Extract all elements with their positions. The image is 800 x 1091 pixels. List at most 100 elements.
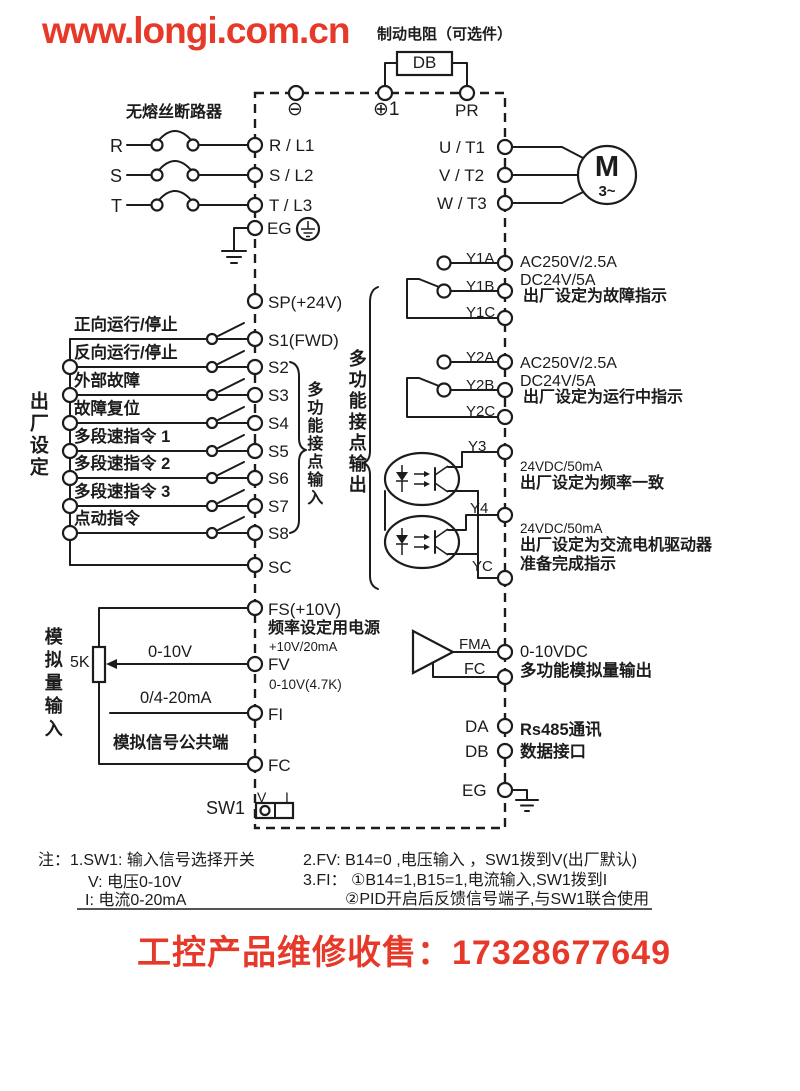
note-line2-right: 3.FI： ①B14=1,B15=1,电流输入,SW1拨到I — [303, 872, 608, 889]
terminal-eg-left: EG — [267, 219, 292, 238]
terminal-s1: S1(FWD) — [268, 331, 339, 350]
note-line1-right: 2.FV: B14=0 ,电压输入 ，SW1拨到V(出厂默认) — [303, 852, 638, 869]
sw1-pos-i-label: I — [285, 789, 289, 805]
terminal-s3: S3 — [268, 386, 289, 405]
terminal-s-l2: S / L2 — [269, 166, 314, 185]
phase-s-label: S — [110, 166, 123, 186]
website-url: www.longi.com.cn — [42, 10, 350, 51]
y1-rating1: AC250V/2.5A — [520, 254, 617, 271]
comm-desc-line2: 数据接口 — [520, 743, 586, 761]
note-line3-right: ②PID开启后反馈信号端子,与SW1联合使用 — [345, 891, 650, 908]
fv-signal-label: 0-10V — [148, 643, 193, 661]
terminal-fc-out: FC — [464, 661, 486, 678]
fi-signal-label: 0/4-20mA — [140, 689, 212, 707]
terminal-t-l3: T / L3 — [269, 196, 313, 215]
brace-relay-output — [362, 286, 379, 590]
phase-r-label: R — [110, 136, 123, 156]
db-box-label: DB — [412, 53, 437, 72]
terminal-r-l1: R / L1 — [269, 136, 315, 155]
terminal-y2c: Y2C — [466, 403, 496, 420]
brace-digital-input — [289, 361, 307, 534]
terminal-y4: Y4 — [470, 500, 489, 517]
motor-phase-label: 3~ — [598, 183, 616, 200]
terminal-pr-label: PR — [455, 101, 479, 120]
phase-t-label: T — [111, 196, 122, 216]
y2-rating1: AC250V/2.5A — [520, 355, 617, 372]
terminal-da: DA — [465, 717, 489, 736]
s7-function-label: 多段速指令 3 — [74, 483, 171, 501]
s8-function-label: 点动指令 — [74, 510, 140, 528]
brake-resistor-icon — [384, 50, 468, 94]
terminal-w-t3: W / T3 — [437, 194, 487, 213]
y1-rating2: DC24V/5A — [520, 272, 596, 289]
relay-y2-icon — [406, 353, 514, 426]
terminal-y1c: Y1C — [466, 304, 496, 321]
note-line2-left: V: 电压0-10V — [88, 874, 182, 891]
analog-output-rating: 0-10VDC — [520, 643, 588, 661]
note-line1-left: 注：1.SW1: 输入信号选择开关 — [38, 852, 255, 869]
fc-signal-label: 模拟信号公共端 — [113, 734, 229, 752]
relay-y1-icon — [406, 254, 514, 327]
optocoupler-icon-2 — [383, 514, 461, 570]
terminal-s4: S4 — [268, 414, 289, 433]
terminal-fc: FC — [268, 756, 291, 775]
terminal-fv: FV — [268, 655, 290, 674]
sw1-pos-v-label: V — [257, 789, 267, 805]
y2-rating2: DC24V/5A — [520, 373, 596, 390]
y2-desc: 出厂设定为运行中指示 — [523, 389, 684, 406]
y4-desc-line2: 准备完成指示 — [520, 556, 617, 573]
terminal-y2b: Y2B — [466, 377, 495, 394]
fs-rating: +10V/20mA — [269, 639, 338, 654]
terminal-minus-label: ⊖ — [287, 99, 303, 120]
optocoupler-icon-1 — [383, 451, 461, 507]
motor-letter: M — [594, 151, 620, 183]
ground-icon-right — [496, 781, 539, 812]
terminal-s2: S2 — [268, 358, 289, 377]
amplifier-icon — [411, 629, 514, 686]
terminal-v-t2: V / T2 — [439, 166, 485, 185]
sw1-label: SW1 — [206, 798, 246, 818]
s4-function-label: 故障复位 — [74, 400, 140, 418]
potentiometer-icon — [91, 599, 264, 773]
y4-rating: 24VDC/50mA — [520, 521, 603, 536]
terminal-sc: SC — [268, 558, 292, 577]
comm-terminals — [496, 717, 514, 760]
terminal-yc: YC — [472, 558, 493, 575]
terminal-y1b: Y1B — [466, 278, 495, 295]
terminal-y2a: Y2A — [466, 349, 495, 366]
analog-output-desc: 多功能模拟量输出 — [520, 662, 652, 680]
relay-output-group-label: 多功能接点输出 — [346, 349, 367, 496]
s3-function-label: 外部故障 — [74, 372, 140, 390]
terminal-fs: FS(+10V) — [268, 600, 342, 619]
y4-desc-line1: 出厂设定为交流电机驱动器 — [520, 537, 713, 554]
terminal-fma: FMA — [459, 636, 491, 653]
terminal-s5: S5 — [268, 442, 289, 461]
fs-desc: 频率设定用电源 — [268, 620, 381, 637]
y1-desc: 出厂设定为故障指示 — [523, 288, 668, 305]
terminal-s6: S6 — [268, 469, 289, 488]
s6-function-label: 多段速指令 2 — [74, 455, 171, 473]
s2-function-label: 反向运行/停止 — [74, 344, 178, 362]
terminal-fi: FI — [268, 705, 284, 724]
breaker-icons — [126, 130, 264, 214]
dc-bus-terminals — [287, 84, 476, 102]
terminal-u-t1: U / T1 — [439, 138, 485, 157]
y3-rating: 24VDC/50mA — [520, 459, 603, 474]
terminal-s7: S7 — [268, 497, 289, 516]
note-line3-left: I: 电流0-20mA — [85, 892, 187, 909]
terminal-y3: Y3 — [468, 438, 487, 455]
analog-input-group-label: 模拟量输入 — [42, 627, 63, 742]
terminal-plus1-label: ⊕1 — [373, 99, 400, 120]
comm-desc-line1: Rs485通讯 — [520, 721, 602, 739]
s1-function-label: 正向运行/停止 — [74, 316, 178, 334]
digital-input-group-label: 多功能接点输入 — [304, 381, 322, 507]
factory-setting-label: 出厂设定 — [26, 391, 48, 479]
opto-output-wires — [384, 443, 514, 587]
s5-function-label: 多段速指令 1 — [74, 428, 171, 446]
pot-value-label: 5K — [70, 654, 90, 671]
terminal-db: DB — [465, 742, 489, 761]
fv-rating: 0-10V(4.7K) — [269, 677, 342, 692]
terminal-y1a: Y1A — [466, 250, 495, 267]
